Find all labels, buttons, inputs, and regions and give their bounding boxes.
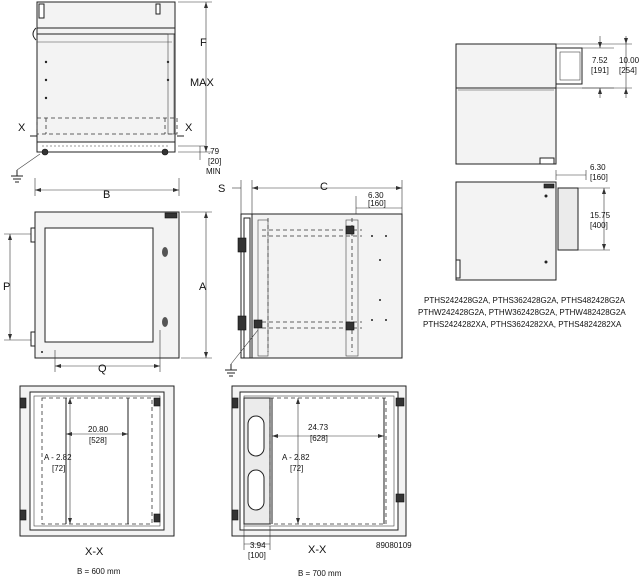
right-side-body xyxy=(455,181,557,281)
fan-housing xyxy=(555,47,583,85)
label-XX-1: X-X xyxy=(85,546,104,558)
label-400: [400] xyxy=(590,221,608,230)
label-1575: 15.75 xyxy=(590,211,611,220)
label-A-front: A xyxy=(199,281,207,293)
label-100: [100] xyxy=(248,551,266,560)
label-2473: 24.73 xyxy=(308,423,329,432)
label-160: [160] xyxy=(368,199,386,208)
top-view-body xyxy=(36,1,176,143)
label-A282a: A - 2.82 xyxy=(44,453,72,462)
part-numbers-line-1: PTHS242428G2A, PTHS362428G2A, PTHS482428… xyxy=(424,296,626,305)
label-F: F xyxy=(200,37,207,49)
label-394: 3.94 xyxy=(250,541,266,550)
label-191: [191] xyxy=(591,66,609,75)
label-B700: B = 700 mm xyxy=(298,569,342,578)
label-S: S xyxy=(218,183,225,195)
part-numbers-line-3: PTHS2424282XA, PTHS3624282XA, PTHS482428… xyxy=(423,320,622,329)
fan-shroud xyxy=(557,187,579,251)
front-view: B A P Q xyxy=(3,178,212,375)
label-2080: 20.80 xyxy=(88,425,109,434)
section-xx-600: 20.80 [528] A - 2.82 [72] X-X B = 600 mm xyxy=(19,385,175,576)
part-id: 89080109 xyxy=(376,541,412,550)
label-254: [254] xyxy=(619,66,637,75)
label-752: 7.52 xyxy=(592,56,608,65)
label-MIN: MIN xyxy=(206,167,221,176)
label-X-left: X xyxy=(18,122,26,134)
right-top-view: 7.52 [191] 10.00 [254] xyxy=(455,36,640,165)
latch-icon xyxy=(162,247,168,327)
label-Q: Q xyxy=(98,363,107,375)
top-view: F MAX X X .79 [20] MIN xyxy=(11,1,221,183)
right-top-body xyxy=(455,43,557,165)
hinge-icon xyxy=(30,227,36,243)
label-1000: 10.00 xyxy=(619,56,640,65)
label-630b: 6.30 xyxy=(590,163,606,172)
part-numbers-line-2: PTHW242428G2A, PTHW362428G2A, PTHW482428… xyxy=(418,308,626,317)
part-numbers: PTHS242428G2A, PTHS362428G2A, PTHS482428… xyxy=(418,296,626,329)
side-body xyxy=(251,213,403,359)
label-160b: [160] xyxy=(590,173,608,182)
label-B600: B = 600 mm xyxy=(77,567,121,576)
logo-plate xyxy=(164,212,178,219)
label-628: [628] xyxy=(310,434,328,443)
label-72a: [72] xyxy=(52,464,65,473)
top-view-rail xyxy=(36,141,176,153)
label-XX-2: X-X xyxy=(308,544,327,556)
label-B: B xyxy=(103,189,110,201)
side-view: S C 6.30 [160] xyxy=(218,180,403,377)
label-528: [528] xyxy=(89,436,107,445)
right-side-view: 6.30 [160] 15.75 [400] xyxy=(455,163,611,281)
front-window xyxy=(44,227,154,343)
ground-symbol-icon xyxy=(225,329,259,377)
label-P: P xyxy=(3,281,10,293)
ground-symbol-icon xyxy=(11,153,41,183)
label-20: [20] xyxy=(208,157,221,166)
label-630: 6.30 xyxy=(368,191,384,200)
label-C: C xyxy=(320,181,328,193)
label-72b: [72] xyxy=(290,464,303,473)
label-079: .79 xyxy=(208,147,220,156)
label-X-right: X xyxy=(185,122,193,134)
section-xx-700: 24.73 [628] A - 2.82 [72] 3.94 [100] X-X… xyxy=(231,385,412,578)
label-A282b: A - 2.82 xyxy=(282,453,310,462)
label-MAX: MAX xyxy=(190,77,215,89)
